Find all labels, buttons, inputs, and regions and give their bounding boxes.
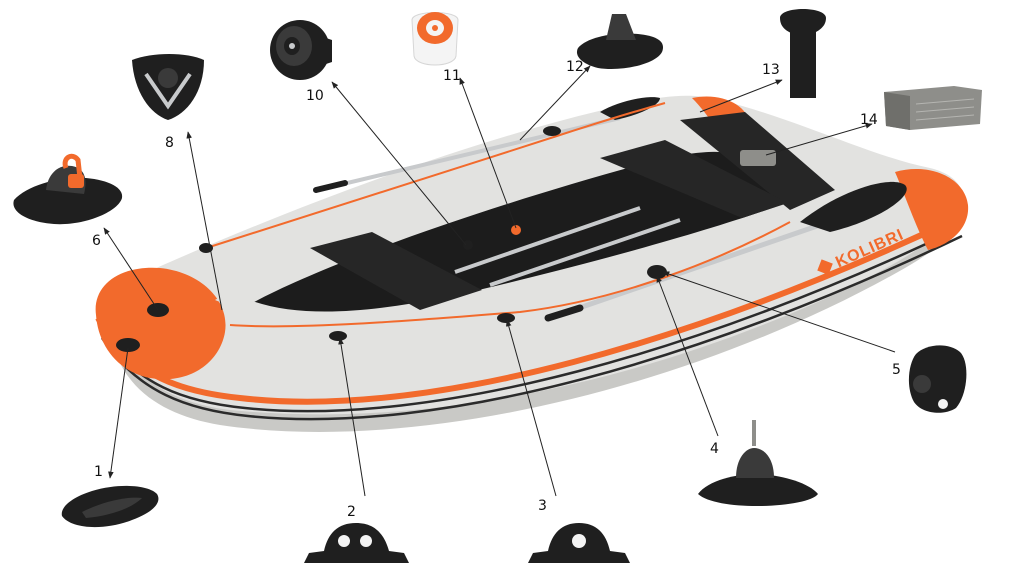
boat-rope-holder-2 [329, 331, 347, 341]
leader-line-4 [656, 275, 719, 437]
leader-line-3 [505, 319, 557, 497]
callout-numbers: 1 2 3 4 5 6 8 10 11 12 13 14 [92, 59, 901, 520]
leader-line-10 [331, 81, 467, 246]
inflatable-boat: KOLIBRI [95, 95, 969, 432]
boat-side-stripe-dark-2 [100, 234, 963, 421]
boat-stern-cap-front [895, 168, 969, 250]
boat-valve-11 [511, 225, 521, 235]
bow-handle-icon [61, 485, 159, 528]
leader-line-8 [186, 131, 223, 311]
boat-rope-holder-3 [497, 313, 515, 323]
leader-line-6 [103, 227, 159, 311]
transom-pad-icon [884, 86, 982, 130]
callout-number-5: 5 [892, 362, 901, 378]
boat-floor-slat [454, 206, 641, 274]
callout-number-14: 14 [860, 112, 878, 128]
boat-side-stripe-dark-1 [98, 226, 961, 413]
boat-oar-front-blade [800, 181, 907, 232]
hook-mount-icon [13, 153, 123, 225]
callout-number-4: 4 [710, 441, 719, 457]
callout-number-13: 13 [762, 62, 780, 78]
boat-floor-slat [489, 218, 681, 287]
boat-grab-rope [199, 102, 666, 251]
boat-oar-front [549, 222, 821, 321]
callout-number-10: 10 [306, 88, 324, 104]
callout-number-6: 6 [92, 233, 101, 249]
boat-seat-rear [600, 140, 788, 218]
leader-line-12 [519, 65, 591, 141]
boat-oar-front-grip [544, 304, 584, 322]
boat-rod-holder [543, 126, 561, 136]
oarlock-mount-icon [698, 420, 818, 507]
callout-number-3: 3 [538, 498, 547, 514]
transom-handle-icon [780, 9, 826, 98]
leader-line-13 [699, 79, 783, 113]
air-valve-white-icon [411, 12, 459, 66]
boat-bow-handle [116, 338, 140, 352]
boat-oar-back-grip [313, 180, 348, 193]
d-ring-patch-icon [132, 54, 204, 120]
rope-holder-icon [304, 523, 409, 563]
rod-holder-mount-icon [576, 14, 663, 70]
boat-grab-rope-front [229, 221, 791, 328]
boat-oar-back [317, 116, 621, 192]
boat-valve-10 [463, 240, 473, 250]
rope-holder-icon [528, 523, 630, 563]
callout-number-8: 8 [165, 135, 174, 151]
leader-lines [103, 65, 896, 497]
callout-number-11: 11 [443, 68, 461, 84]
leader-line-2 [338, 337, 366, 497]
leader-line-5 [662, 271, 896, 353]
callout-number-2: 2 [347, 504, 356, 520]
callout-number-1: 1 [94, 464, 103, 480]
boat-tube-shadow [110, 205, 961, 432]
boat-oar-back-blade [600, 97, 660, 120]
leader-line-1 [108, 347, 129, 479]
kolibri-logo-icon [817, 259, 833, 275]
boat-seat-front [310, 232, 482, 310]
callout-number-12: 12 [566, 59, 584, 75]
boat-transom-pad [740, 150, 776, 166]
oar-clamp-icon [908, 345, 967, 413]
boat-oarlock [647, 265, 667, 279]
leader-line-11 [459, 77, 517, 229]
air-valve-black-icon [270, 20, 332, 80]
leader-line-14 [765, 123, 873, 156]
